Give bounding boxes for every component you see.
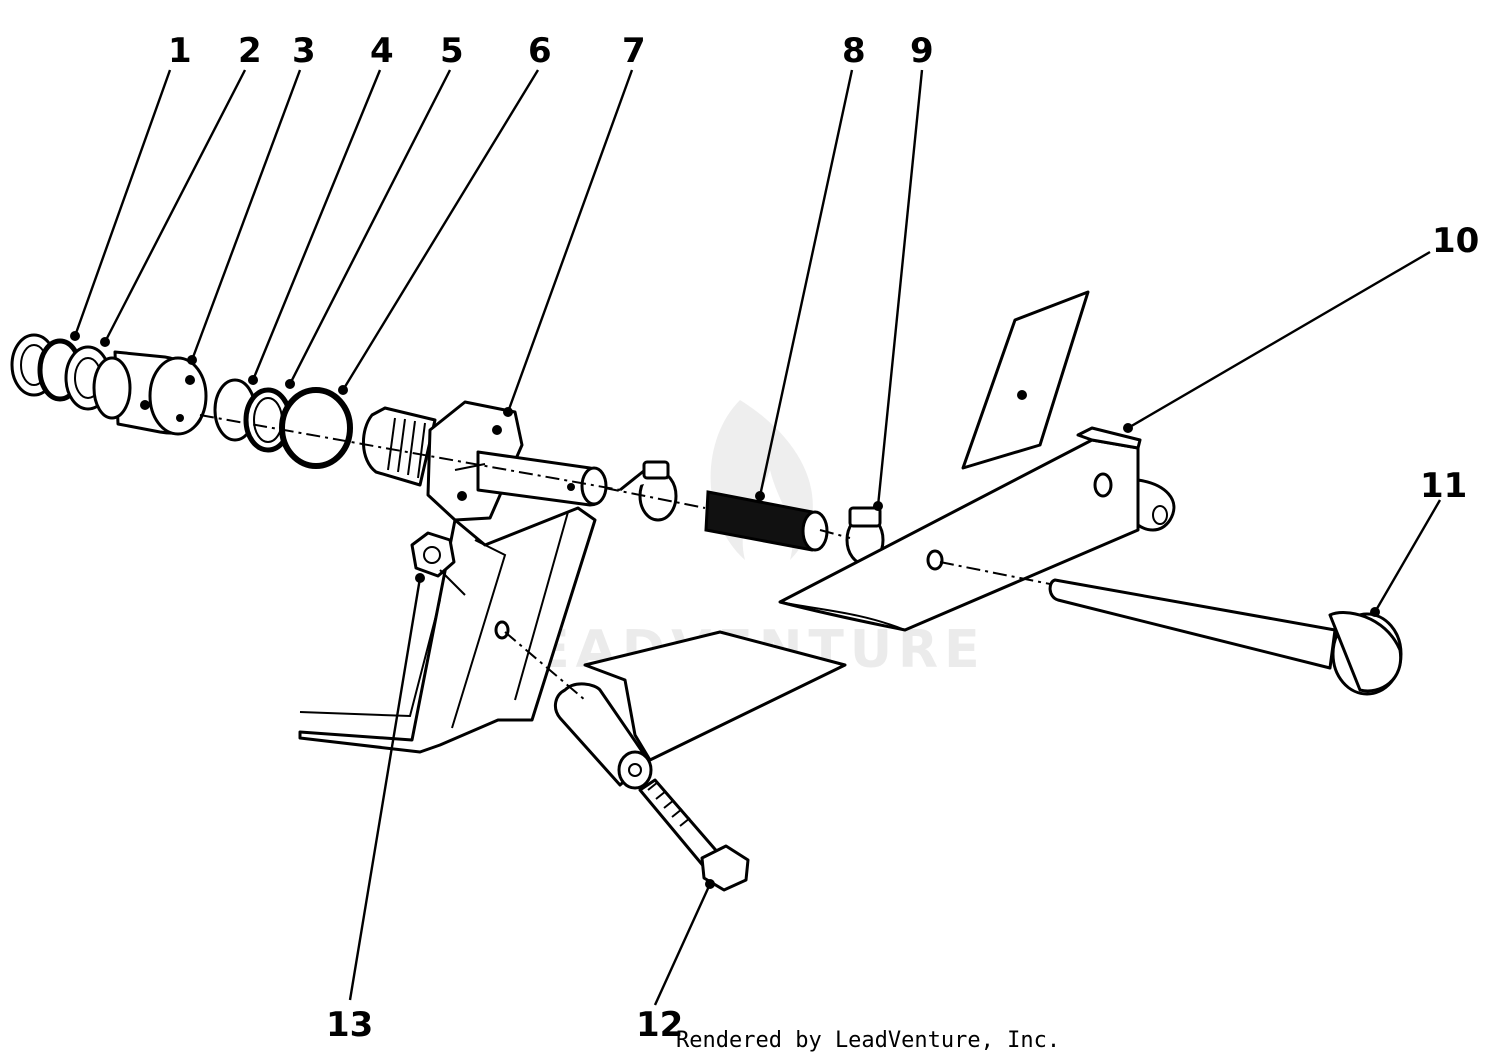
callout-12: 12 <box>636 1005 683 1045</box>
callout-13: 13 <box>326 1005 373 1045</box>
nut <box>410 531 466 596</box>
hose-clamp-left <box>619 460 678 522</box>
callout-3: 3 <box>292 31 316 71</box>
center-line-upper <box>199 414 621 491</box>
callout-7: 7 <box>622 31 646 71</box>
callout-5: 5 <box>440 31 464 71</box>
hose <box>704 490 829 552</box>
callout-10: 10 <box>1432 221 1479 261</box>
spacer-tube <box>504 631 653 790</box>
bolt <box>638 778 750 892</box>
callout-6: 6 <box>528 31 552 71</box>
callout-2: 2 <box>238 31 262 71</box>
callout-1: 1 <box>168 31 192 71</box>
render-credit: Rendered by LeadVenture, Inc. <box>676 1028 1060 1053</box>
o-rings <box>213 378 353 469</box>
bracket <box>778 290 1176 632</box>
callout-8: 8 <box>842 31 866 71</box>
callout-labels: 1 2 3 4 5 6 7 8 9 10 11 12 13 <box>168 31 1479 1045</box>
seal-stack-left <box>10 333 208 436</box>
callout-4: 4 <box>370 31 394 71</box>
callout-9: 9 <box>910 31 934 71</box>
leader-lines <box>70 69 1442 1006</box>
pedal-arm <box>298 506 597 754</box>
valve-body <box>361 400 608 522</box>
pin-shaft <box>939 561 1403 696</box>
callout-11: 11 <box>1420 466 1467 506</box>
